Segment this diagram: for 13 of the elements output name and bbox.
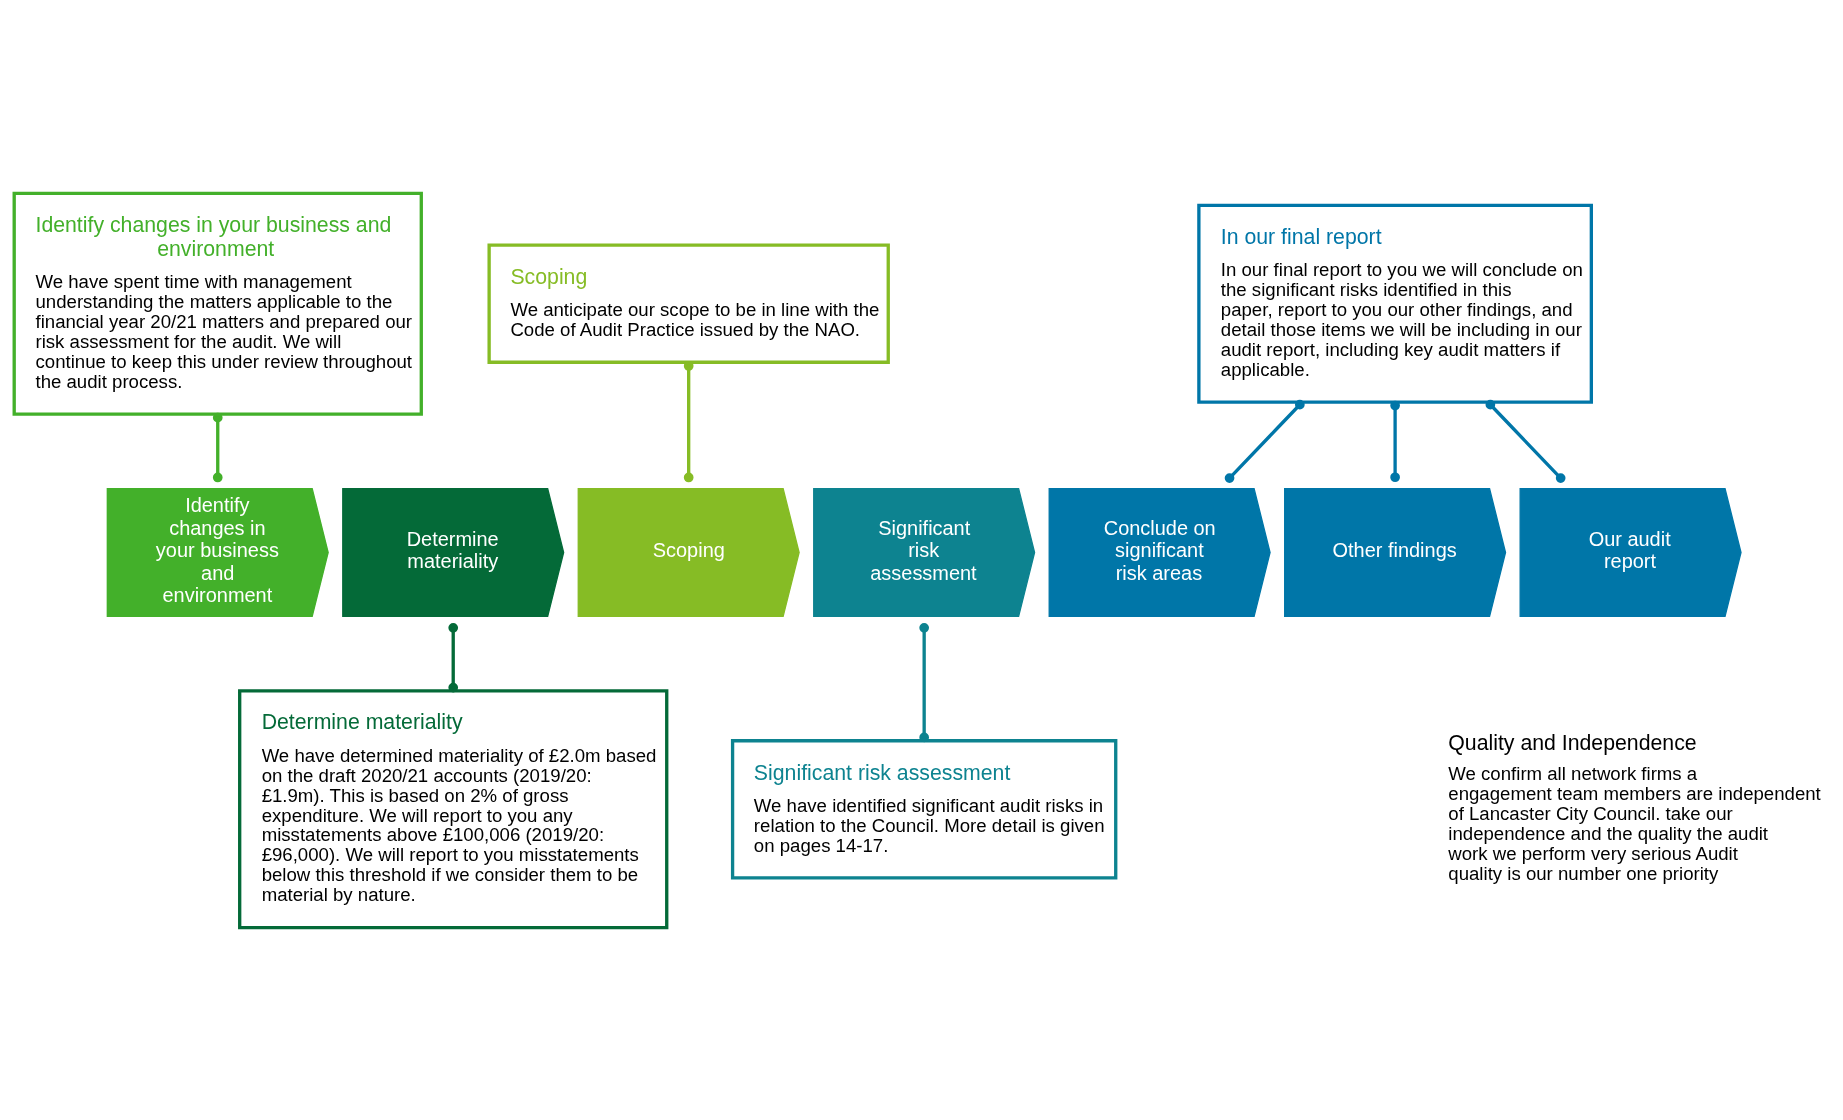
node-box: Identify changes in your business and environment We have spent time with management understanding the matters applicable to the financial year 20/21 matters and prepared our risk assessment for the audit. We will continue to keep this under review throughout the audit process.	[12, 191, 423, 416]
connector	[212, 412, 223, 482]
connector	[1485, 399, 1566, 483]
label: We confirm all network firms a engagement team members are independent of Lancaster City Council. take our independence and the quality the audit work we perform very serious Audit quality is our number one priority	[1448, 762, 1821, 884]
label: Quality and Independence	[1448, 730, 1697, 755]
connector	[919, 622, 929, 742]
connector	[1224, 399, 1305, 483]
node-box: Scoping We anticipate our scope to be in line with the Code of Audit Practice issued by the NAO.	[487, 243, 890, 364]
node-box: Determine materiality We have determined materiality of £2.0m based on the draft 2020/21 accounts (2019/20: £1.9m). This is based on 2% of gross expenditure. We will report to you any misstatements above £100,006 (2019/20: £96,000). We will report to you misstatements below this threshold if we consider them to be material by nature.	[238, 688, 669, 929]
node-box: In our final report In our final report to you we will conclude on the significant risks identified in this paper, report to you our other findings, and detail those items we will be including in our audit report, including key audit matters if applicable.	[1197, 203, 1593, 404]
node-box: Significant risk assessment We have identified significant audit risks in relation to the Council. More detail is given on pages 14-17.	[730, 738, 1118, 879]
connector	[448, 622, 459, 692]
connector	[1390, 400, 1400, 482]
